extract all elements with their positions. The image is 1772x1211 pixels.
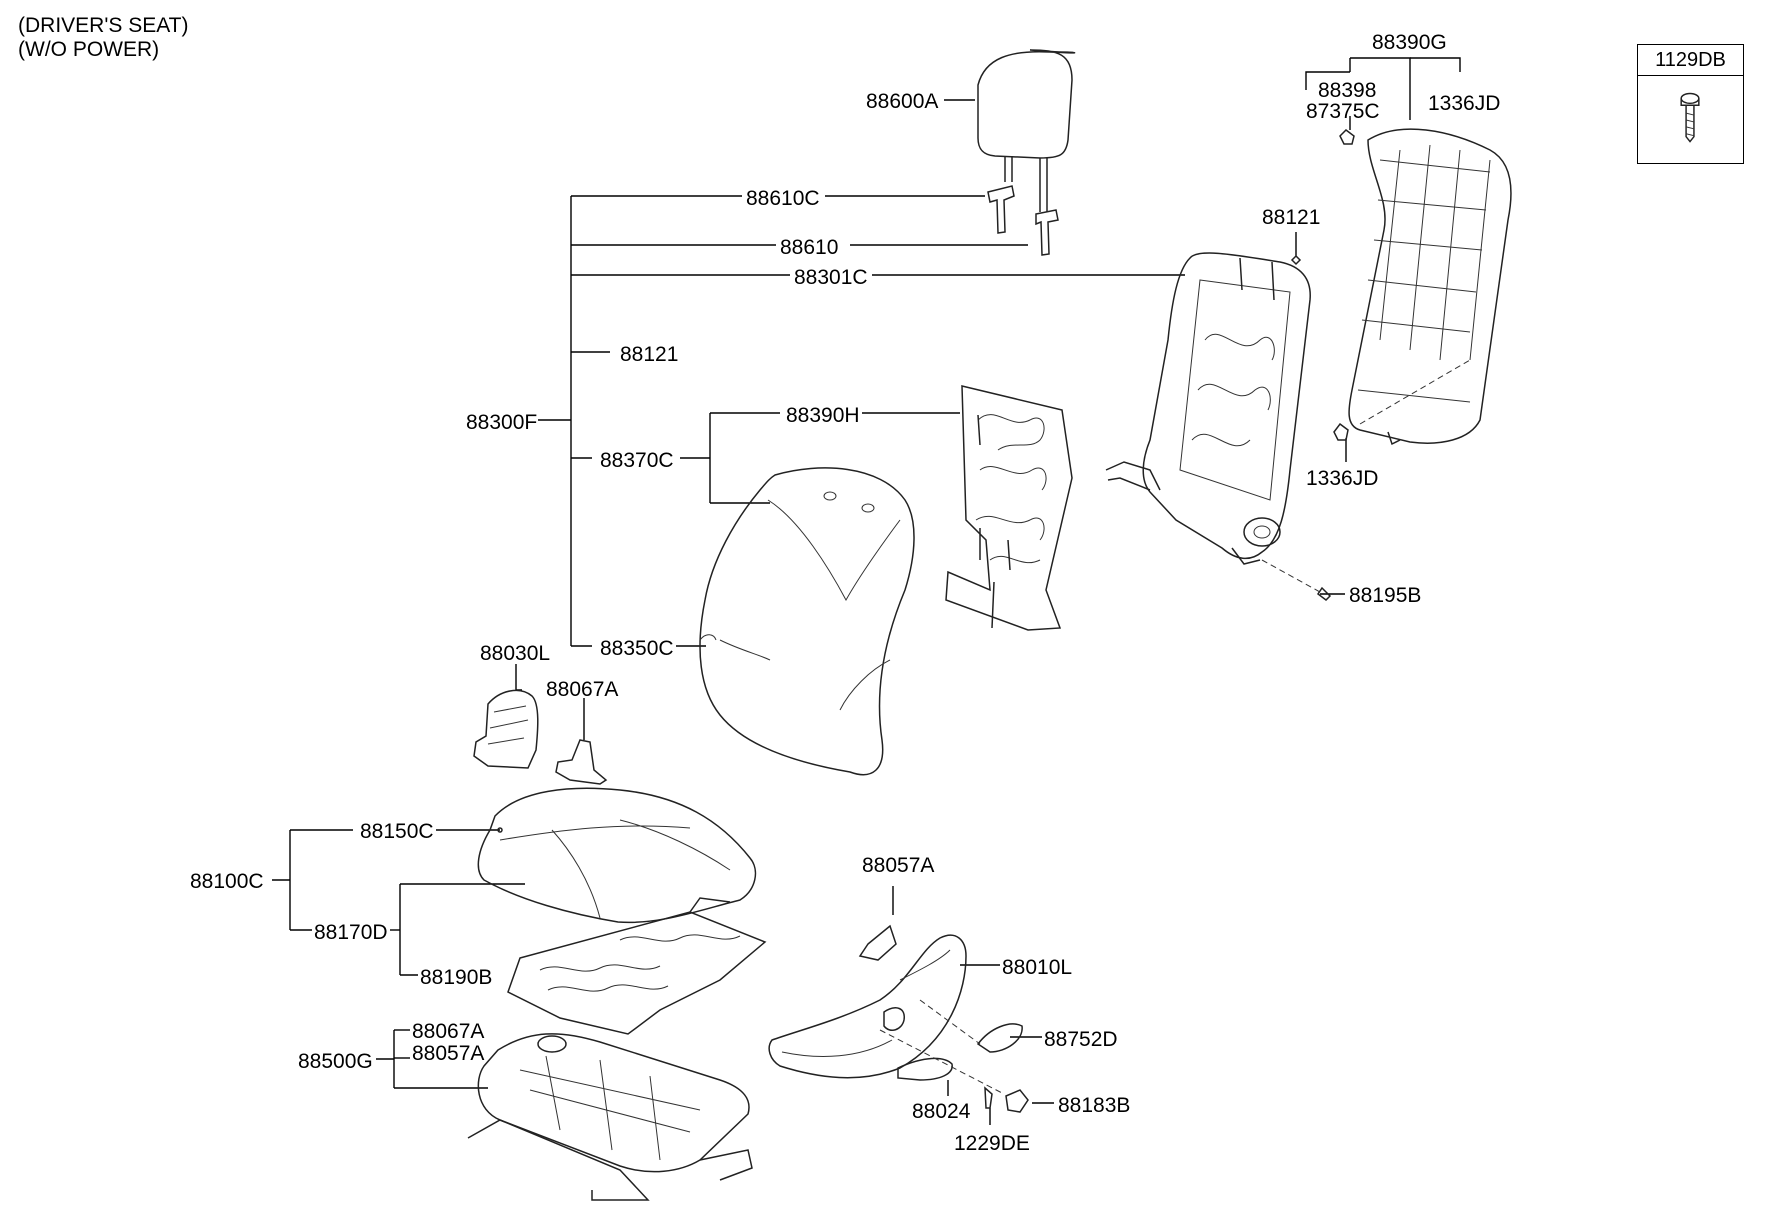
callout-88121-left: 88121 xyxy=(620,343,678,366)
backrest-frame-drawing xyxy=(1105,252,1332,601)
callout-88370C: 88370C xyxy=(600,449,674,472)
callout-labels: 88600A 88610C 88610 88301C 88121 88300F … xyxy=(190,31,1500,1155)
callout-88067A-bottom: 88067A xyxy=(412,1020,484,1043)
callout-88610: 88610 xyxy=(780,236,838,259)
backrest-pad-drawing xyxy=(945,385,1073,631)
standard-part-code: 1129DB xyxy=(1638,45,1743,76)
bolt-icon xyxy=(1680,92,1700,143)
callout-88350C: 88350C xyxy=(600,637,674,660)
side-shield-drawing xyxy=(768,924,1029,1113)
side-trim-drawing xyxy=(473,689,608,785)
callout-1229DE: 1229DE xyxy=(954,1132,1030,1155)
callout-88600A: 88600A xyxy=(866,90,938,113)
callout-88067A-top: 88067A xyxy=(546,678,618,701)
seat-frame-drawing xyxy=(467,1033,753,1201)
callout-88398: 88398 xyxy=(1318,79,1376,102)
callout-88170D: 88170D xyxy=(314,921,388,944)
callout-88121-right: 88121 xyxy=(1262,206,1320,229)
callout-88752D: 88752D xyxy=(1044,1028,1118,1051)
callout-88183B: 88183B xyxy=(1058,1094,1130,1117)
callout-88190B: 88190B xyxy=(420,966,492,989)
callout-87375C: 87375C xyxy=(1306,100,1380,123)
header-line-drivers-seat: (DRIVER'S SEAT) xyxy=(18,14,189,37)
callout-88024: 88024 xyxy=(912,1100,971,1123)
standard-part-box: 1129DB xyxy=(1637,44,1744,164)
callout-88057A-bottom: 88057A xyxy=(412,1042,484,1065)
callout-88500G: 88500G xyxy=(298,1050,373,1073)
callout-88150C: 88150C xyxy=(360,820,434,843)
callout-88057A-mid: 88057A xyxy=(862,854,934,877)
callout-88010L: 88010L xyxy=(1002,956,1072,979)
callout-88390H: 88390H xyxy=(786,404,860,427)
callout-88301C: 88301C xyxy=(794,266,868,289)
header-line-wo-power: (W/O POWER) xyxy=(18,38,160,61)
headrest-drawing xyxy=(977,49,1076,256)
callout-1336JD-bottom: 1336JD xyxy=(1306,467,1378,490)
back-panel-drawing xyxy=(1333,128,1512,446)
cushion-cover-drawing xyxy=(477,787,757,924)
callout-88300F: 88300F xyxy=(466,411,537,434)
callout-88030L: 88030L xyxy=(480,642,550,665)
callout-88195B: 88195B xyxy=(1349,584,1421,607)
callout-1336JD-top: 1336JD xyxy=(1428,92,1500,115)
backrest-cover-drawing xyxy=(699,467,915,776)
callout-88610C: 88610C xyxy=(746,187,820,210)
callout-88390G: 88390G xyxy=(1372,31,1447,54)
diagram-header-note: (DRIVER'S SEAT) (W/O POWER) xyxy=(18,14,188,62)
callout-88100C: 88100C xyxy=(190,870,264,893)
cushion-pad-drawing xyxy=(507,897,767,1035)
